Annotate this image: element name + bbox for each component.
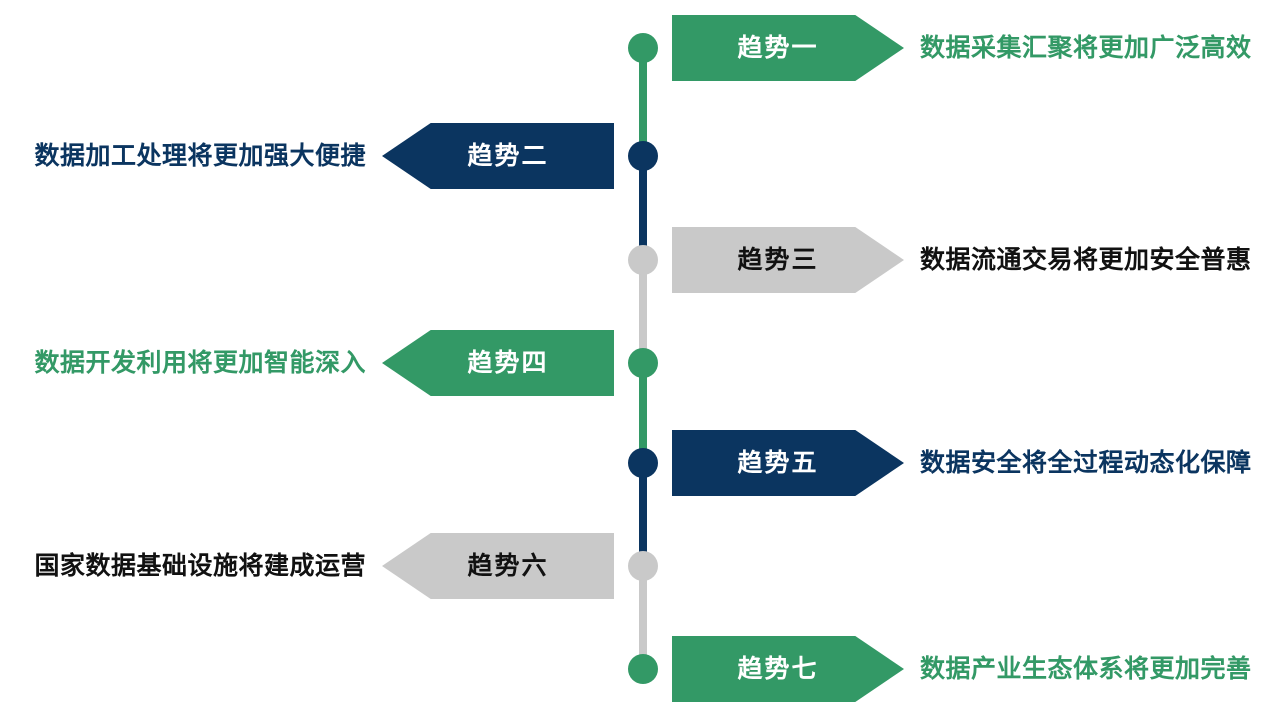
trend-badge-3[interactable]: 趋势三 (672, 227, 904, 293)
trend-badge-6[interactable]: 趋势六 (382, 533, 614, 599)
trend-badge-4[interactable]: 趋势四 (382, 330, 614, 396)
timeline-dot-4[interactable] (628, 348, 658, 378)
timeline-dot-2[interactable] (628, 141, 658, 171)
trend-badge-label-2: 趋势二 (467, 141, 549, 170)
trend-caption-3: 数据流通交易将更加安全普惠 (920, 245, 1252, 274)
trend-caption-2: 数据加工处理将更加强大便捷 (34, 141, 366, 170)
spine-segment-5-6 (639, 463, 647, 566)
trend-badge-2[interactable]: 趋势二 (382, 123, 614, 189)
timeline-dot-1[interactable] (628, 33, 658, 63)
spine-segment-2-3 (639, 156, 647, 260)
spine-segment-3-4 (639, 260, 647, 363)
trend-caption-6: 国家数据基础设施将建成运营 (34, 551, 366, 580)
timeline-dot-6[interactable] (628, 551, 658, 581)
trend-caption-4: 数据开发利用将更加智能深入 (34, 348, 366, 377)
trend-badge-label-6: 趋势六 (467, 551, 549, 580)
trend-badge-5[interactable]: 趋势五 (672, 430, 904, 496)
timeline-dot-3[interactable] (628, 245, 658, 275)
timeline-dot-5[interactable] (628, 448, 658, 478)
trend-badge-label-1: 趋势一 (737, 33, 819, 62)
trend-badge-label-7: 趋势七 (737, 654, 819, 683)
trend-caption-1: 数据采集汇聚将更加广泛高效 (920, 33, 1252, 62)
trend-caption-5: 数据安全将全过程动态化保障 (920, 448, 1252, 477)
trend-badge-1[interactable]: 趋势一 (672, 15, 904, 81)
trend-badge-label-4: 趋势四 (467, 348, 549, 377)
trend-badge-label-5: 趋势五 (737, 448, 819, 477)
spine-segment-4-5 (639, 363, 647, 463)
trend-badge-7[interactable]: 趋势七 (672, 636, 904, 702)
spine-segment-1-2 (639, 48, 647, 156)
spine-segment-6-7 (639, 566, 647, 669)
trend-badge-label-3: 趋势三 (737, 245, 819, 274)
timeline-dot-7[interactable] (628, 654, 658, 684)
trend-caption-7: 数据产业生态体系将更加完善 (920, 654, 1252, 683)
